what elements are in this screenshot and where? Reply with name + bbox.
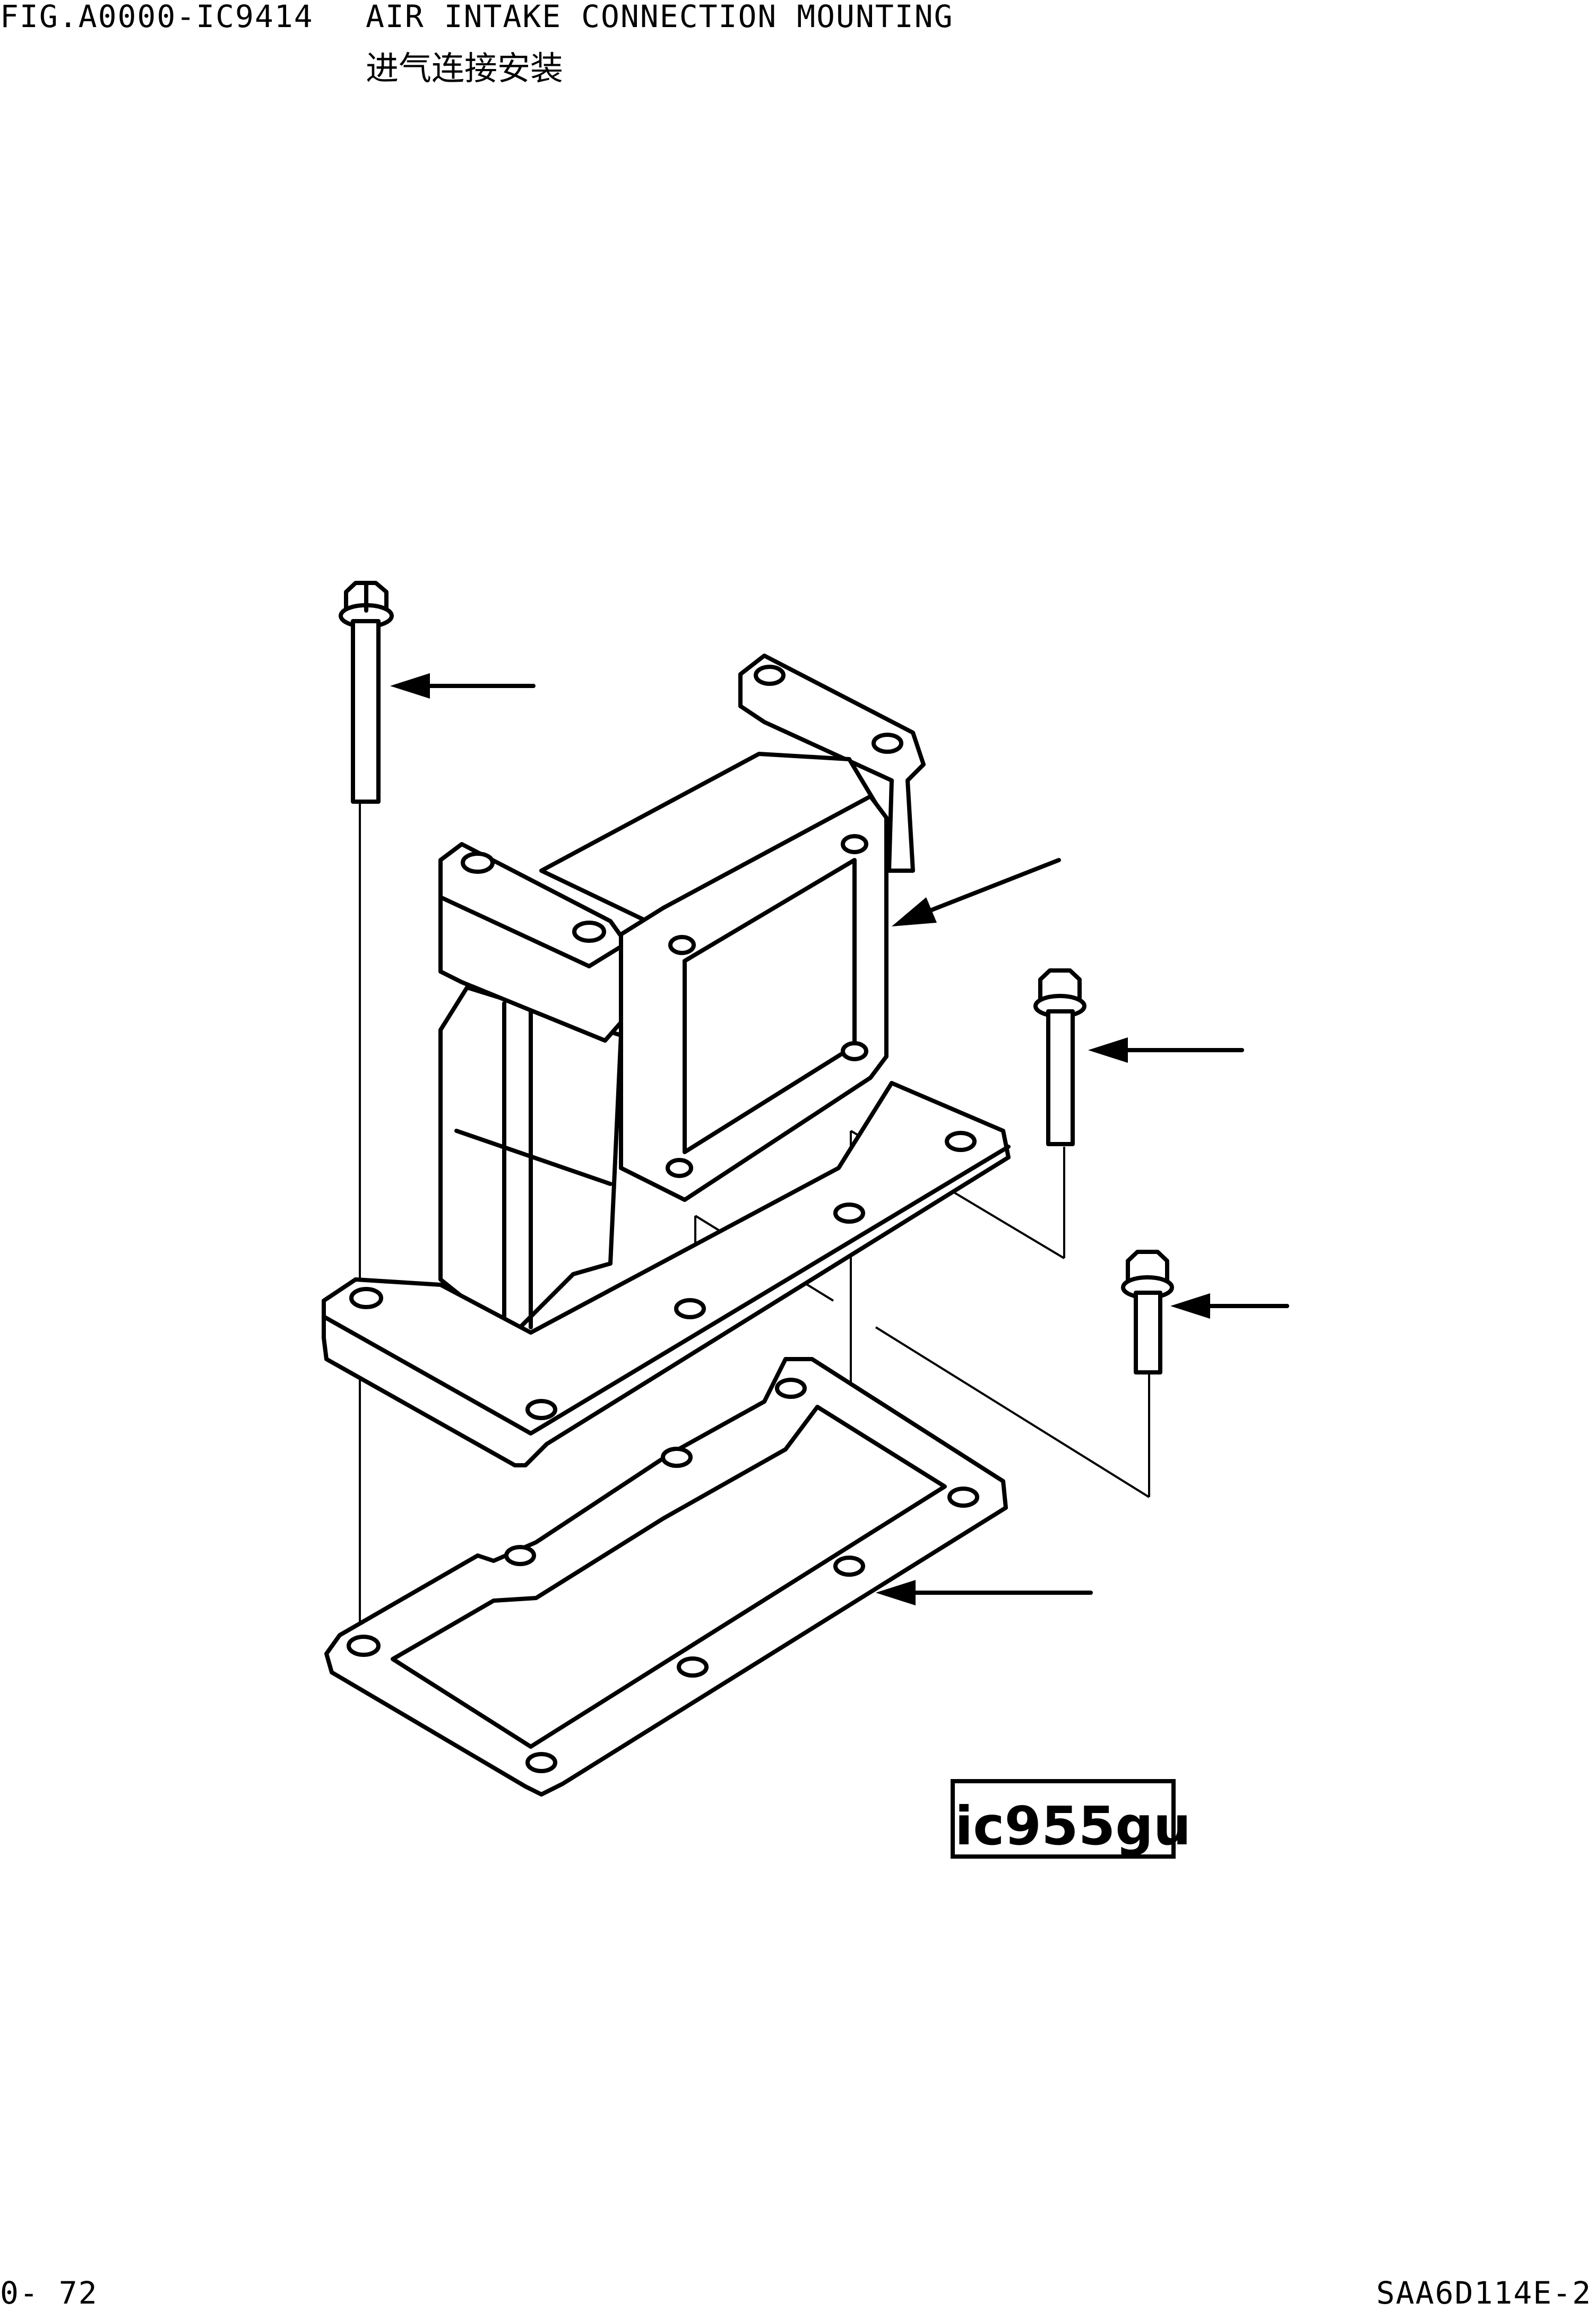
- illustration-code: ic955gu: [955, 1795, 1192, 1857]
- figure-title: AIR INTAKE CONNECTION MOUNTING: [366, 0, 954, 35]
- arrow-4: [1170, 1293, 1289, 1319]
- arrow-3: [1088, 1037, 1244, 1063]
- bolt-short: [1121, 1250, 1174, 1374]
- figure-title-chinese: 进气连接安装: [366, 49, 564, 88]
- illustration-code-box: ic955gu: [951, 1779, 1192, 1859]
- arrow-2: [892, 858, 1061, 926]
- page-number: 0- 72: [0, 2275, 98, 2311]
- bolt-middle: [1033, 968, 1086, 1146]
- long-bolt: [339, 581, 394, 804]
- model-number: SAA6D114E-2: [1376, 2275, 1592, 2311]
- figure-number: FIG.A0000-IC9414: [0, 0, 314, 35]
- gasket: [324, 1357, 1008, 1797]
- air-intake-connection: [322, 654, 1011, 1467]
- arrow-5: [876, 1580, 1093, 1605]
- arrow-1: [390, 673, 536, 699]
